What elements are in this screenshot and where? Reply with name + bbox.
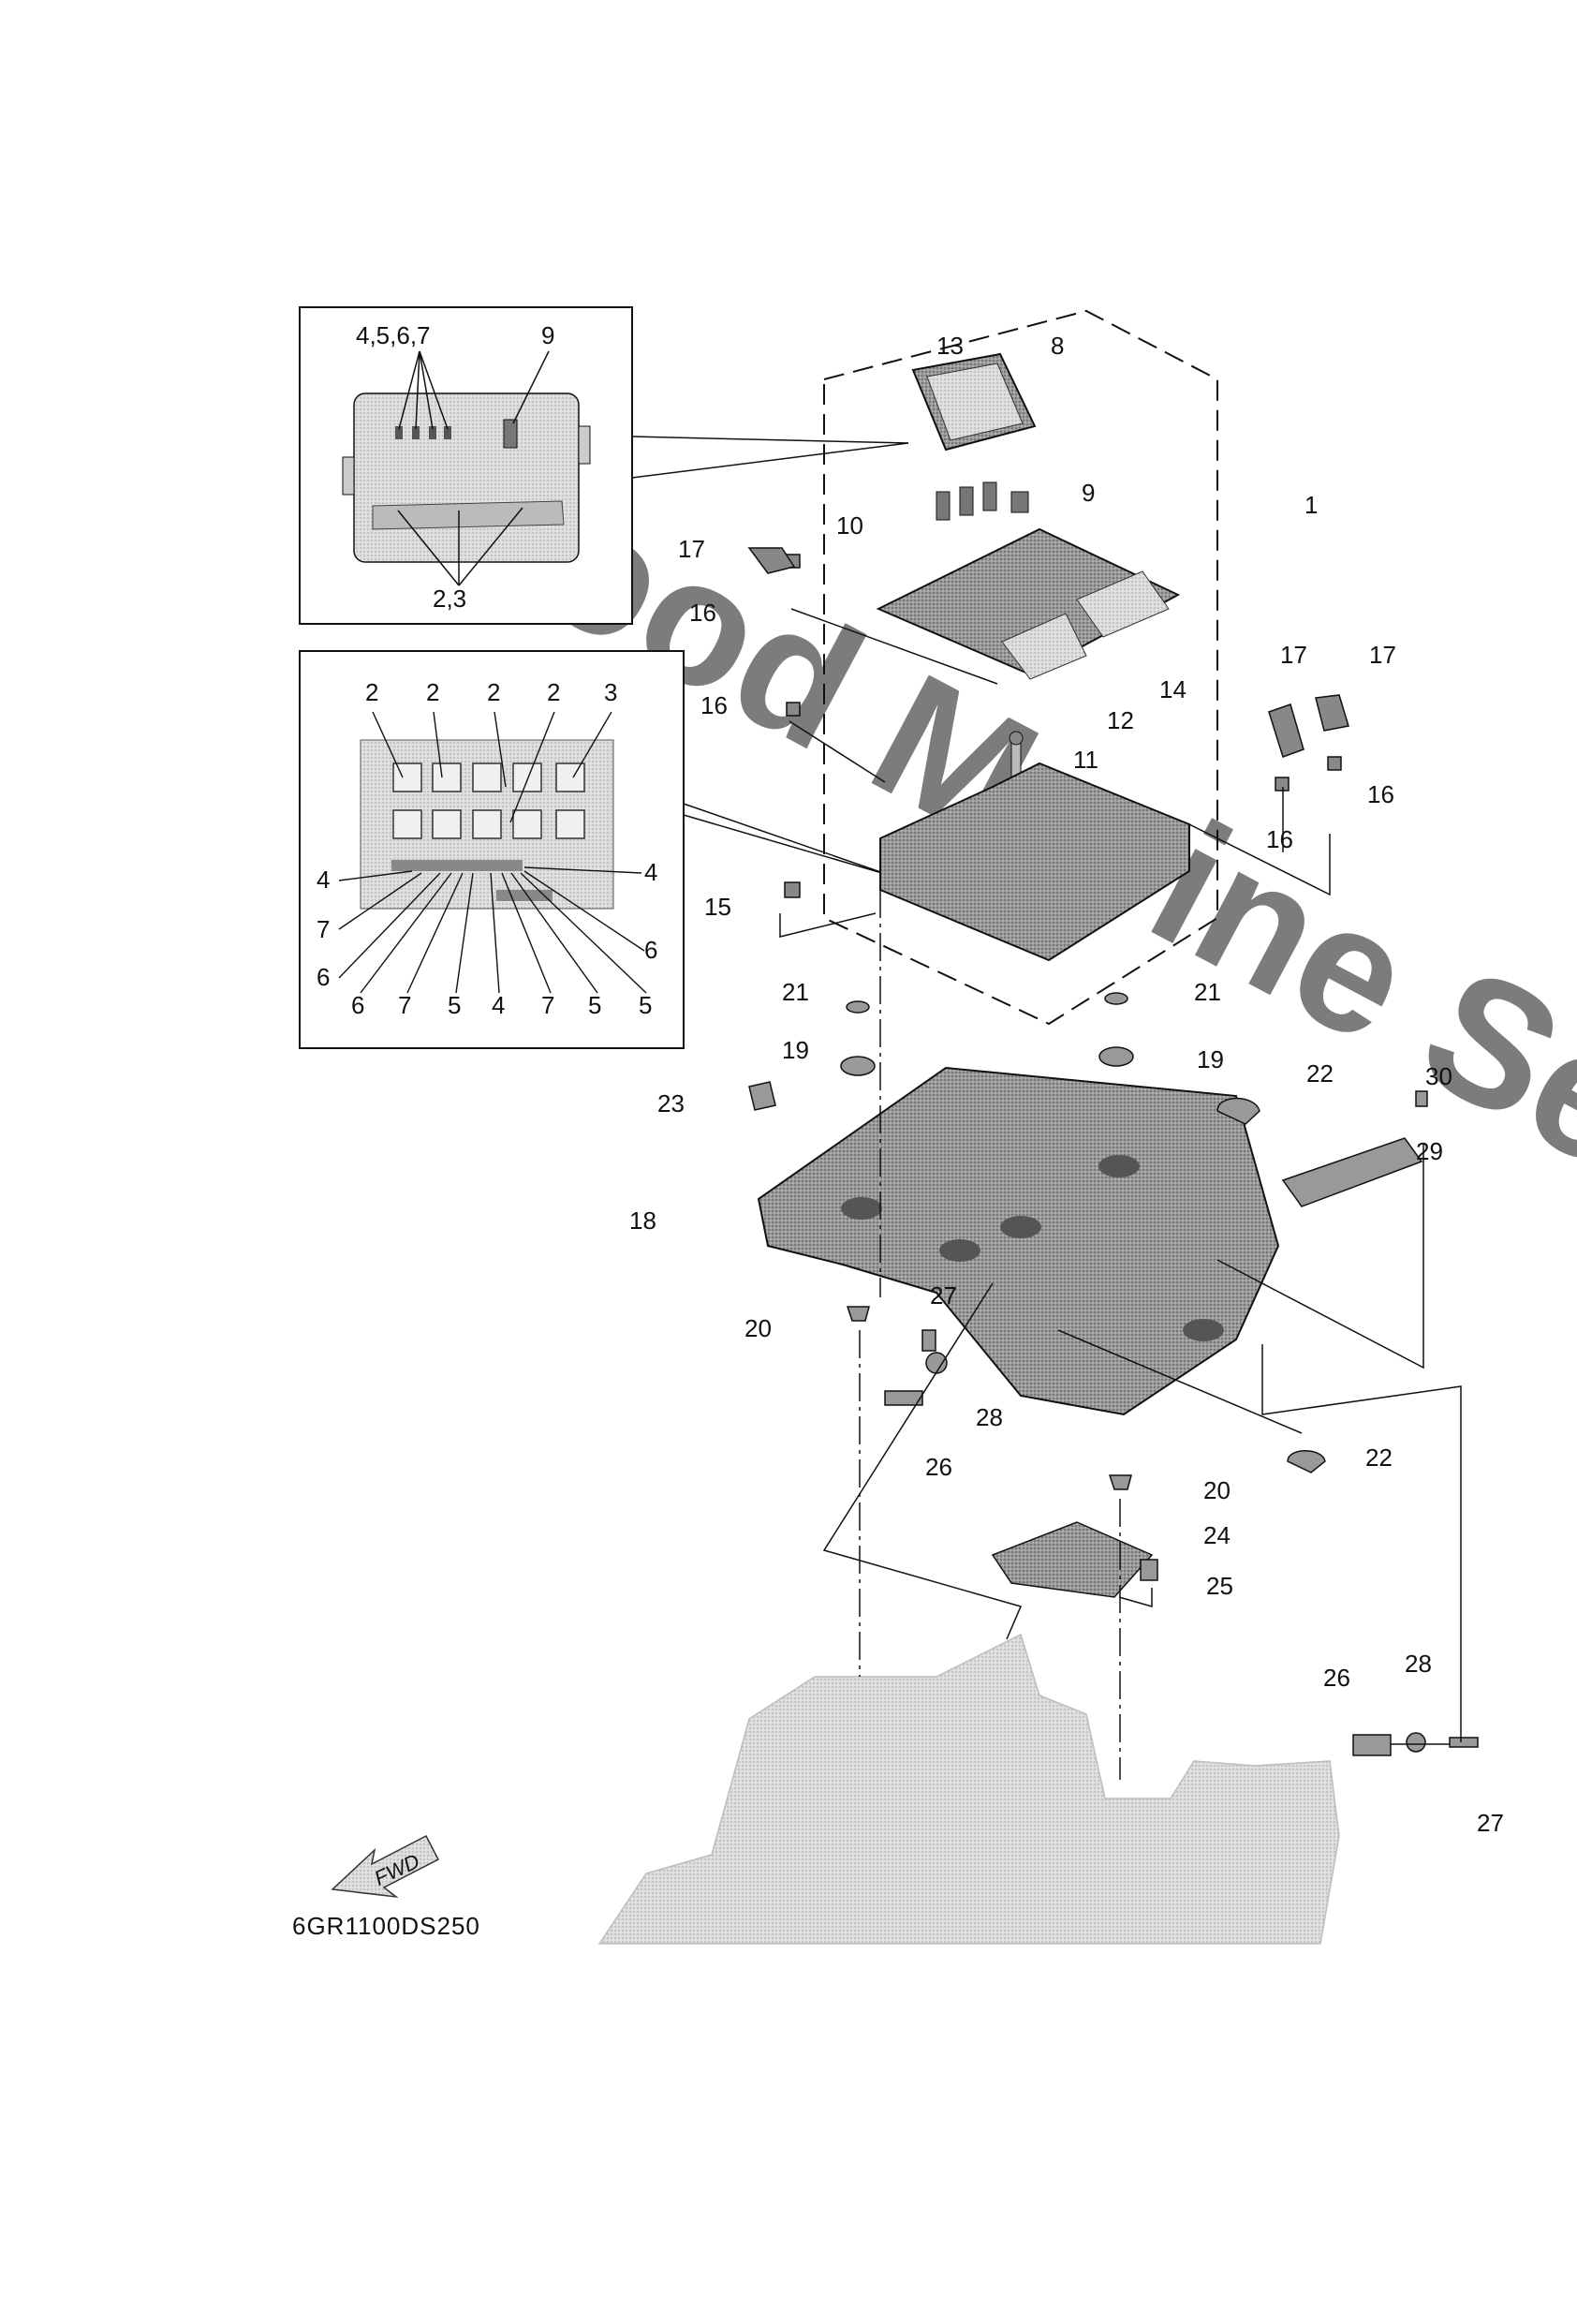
callout-label: 11 [1073,746,1098,774]
inset-relay-label: 2 [487,678,500,706]
fuse-tray [876,527,1181,680]
diagram-code: 6GR1100DS250 [292,1912,480,1940]
callout-labels: 1 8 9 10 11 12 13 14 15 16 16 16 16 17 1… [629,332,1504,1837]
callout-label: 14 [1159,675,1186,703]
callout-label: 20 [744,1314,772,1342]
callout-label: 28 [976,1403,1003,1431]
inset-relay-labels: 2 2 2 2 3 4 4 7 6 6 6 7 5 4 7 5 5 [317,678,657,1019]
inset-relay-label: 7 [541,991,554,1019]
callout-label: 27 [930,1281,957,1310]
callout-label: 8 [1051,332,1064,360]
callout-label: 13 [936,332,964,360]
inset-label-fuse: 9 [541,321,554,349]
assembly-lines [779,608,1462,1780]
callout-label: 17 [1280,641,1307,669]
relay-box-base [879,762,1190,962]
inset-label-terminals: 4,5,6,7 [356,321,431,349]
callout-label: 12 [1107,706,1134,734]
fuse-set [936,481,1029,521]
callout-label: 16 [689,599,716,627]
inset-relay-label: 4 [317,866,330,894]
inset-relay-label: 2 [547,678,560,706]
engine-cover-bracket [757,1066,1280,1416]
inset-relay-label: 2 [426,678,439,706]
callout-label: 28 [1405,1650,1432,1678]
callout-label: 1 [1304,491,1318,519]
callout-label: 21 [1194,978,1221,1006]
callout-label: 24 [1203,1521,1231,1549]
callout-label: 18 [629,1206,656,1235]
fwd-arrow: FWD [331,1834,440,1899]
engine-block [597,1633,1340,1945]
callout-label: 26 [925,1453,952,1481]
inset-relay-label: 6 [644,936,657,964]
small-hardware [747,547,1349,898]
callout-label: 17 [678,535,705,563]
callout-label: 25 [1206,1572,1233,1600]
callout-label: 30 [1425,1062,1452,1090]
fuse-box-cover [911,352,1037,451]
inset-relay-board: 2 2 2 2 3 4 4 7 6 6 6 7 5 4 7 5 5 [299,650,892,1049]
inset-relay-label: 7 [317,915,330,943]
inset-relay-label: 6 [351,991,364,1019]
callout-label: 16 [1266,825,1293,853]
callout-label: 23 [657,1089,685,1118]
inset-relay-label: 5 [448,991,461,1019]
inset-relay-label: 4 [644,858,657,886]
lower-hardware [846,1306,1479,1756]
inset-relay-label: 5 [588,991,601,1019]
callout-label: 19 [1197,1045,1224,1073]
callout-label: 16 [700,691,728,719]
callout-label: 22 [1306,1059,1334,1088]
callout-label: 29 [1416,1137,1443,1165]
callout-label: 15 [704,893,731,921]
callout-label: 10 [836,511,863,540]
callout-label: 16 [1367,780,1394,808]
inset-relay-label: 2 [365,678,378,706]
callout-label: 22 [1365,1443,1393,1472]
inset-relay-label: 3 [604,678,617,706]
callout-label: 19 [782,1036,809,1064]
inset-relay-label: 4 [492,991,505,1019]
callout-label: 21 [782,978,809,1006]
inset-fuse-box: 4,5,6,7 9 2,3 [299,306,909,625]
mount-hardware [748,992,1428,1473]
assembly-1-boundary [823,309,1218,1026]
callout-label: 26 [1323,1664,1350,1692]
inset-relay-label: 6 [317,963,330,991]
inset-relay-label: 7 [398,991,411,1019]
inset-relay-label: 5 [639,991,652,1019]
callout-label: 20 [1203,1476,1231,1504]
callout-label: 9 [1082,479,1095,507]
inset-label-relays: 2,3 [433,585,466,613]
callout-label: 17 [1369,641,1396,669]
callout-label: 27 [1477,1809,1504,1837]
